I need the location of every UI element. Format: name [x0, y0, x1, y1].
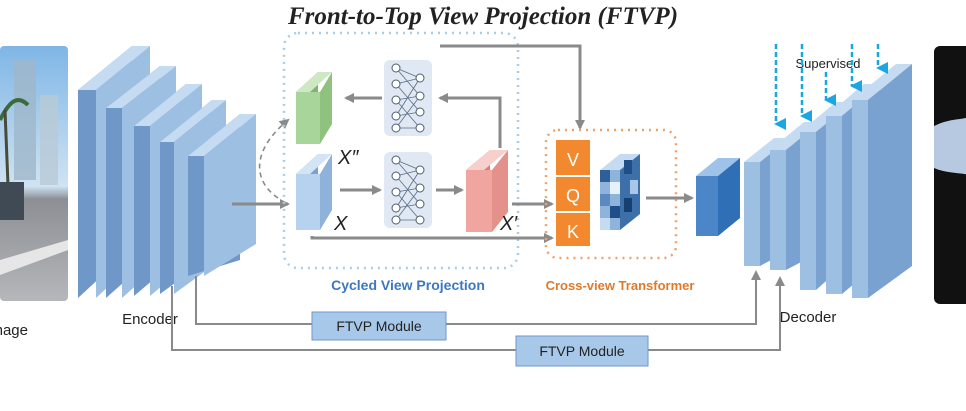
encoder-blocks	[78, 46, 256, 298]
arrow-xprime-to-mlp-top	[438, 93, 502, 148]
qkv-stack	[556, 140, 590, 246]
arrow-to-v	[440, 44, 585, 130]
ftvp-module-box-2	[515, 335, 649, 367]
x-block	[296, 154, 332, 230]
cross-view-transformer-label: Cross-view Transformer	[546, 278, 695, 293]
cross-view-transformer-box	[544, 128, 678, 260]
decoder-blocks	[744, 64, 912, 298]
diagram-title: Front-to-Top View Projection (FTVP)	[287, 3, 679, 30]
q-label: Q	[566, 186, 580, 206]
supervised-arrows	[774, 44, 888, 130]
output-map	[934, 46, 966, 304]
projected-feature-block	[696, 158, 740, 236]
x-double-prime-block	[296, 72, 332, 144]
x-prime-symbol: X′	[499, 213, 518, 235]
input-image	[0, 46, 68, 301]
supervised-label: Supervised	[795, 56, 860, 71]
ftvp-skip-1	[195, 270, 761, 325]
ftvp-module-label-2: FTVP Module	[539, 343, 625, 359]
x-prime-block	[466, 150, 508, 232]
encoder-label: Encoder	[122, 311, 178, 328]
arrow-x-to-k	[310, 233, 554, 243]
x-double-prime-symbol: X″	[337, 147, 359, 169]
mlp-network-bottom	[384, 152, 432, 228]
dashed-arrow	[258, 118, 290, 199]
ftvp-module-box-1	[311, 311, 447, 341]
ftvp-module-label-1: FTVP Module	[336, 318, 422, 334]
ftvp-skip-2	[171, 276, 785, 351]
decoder-label: Decoder	[780, 309, 837, 326]
attention-matrix	[600, 154, 640, 230]
mlp-network-top	[384, 60, 432, 136]
v-label: V	[567, 150, 579, 170]
cycled-view-projection-label: Cycled View Projection	[331, 277, 485, 293]
k-label: K	[567, 222, 579, 242]
input-image-label: Image	[0, 322, 28, 339]
x-symbol: X	[333, 213, 348, 235]
